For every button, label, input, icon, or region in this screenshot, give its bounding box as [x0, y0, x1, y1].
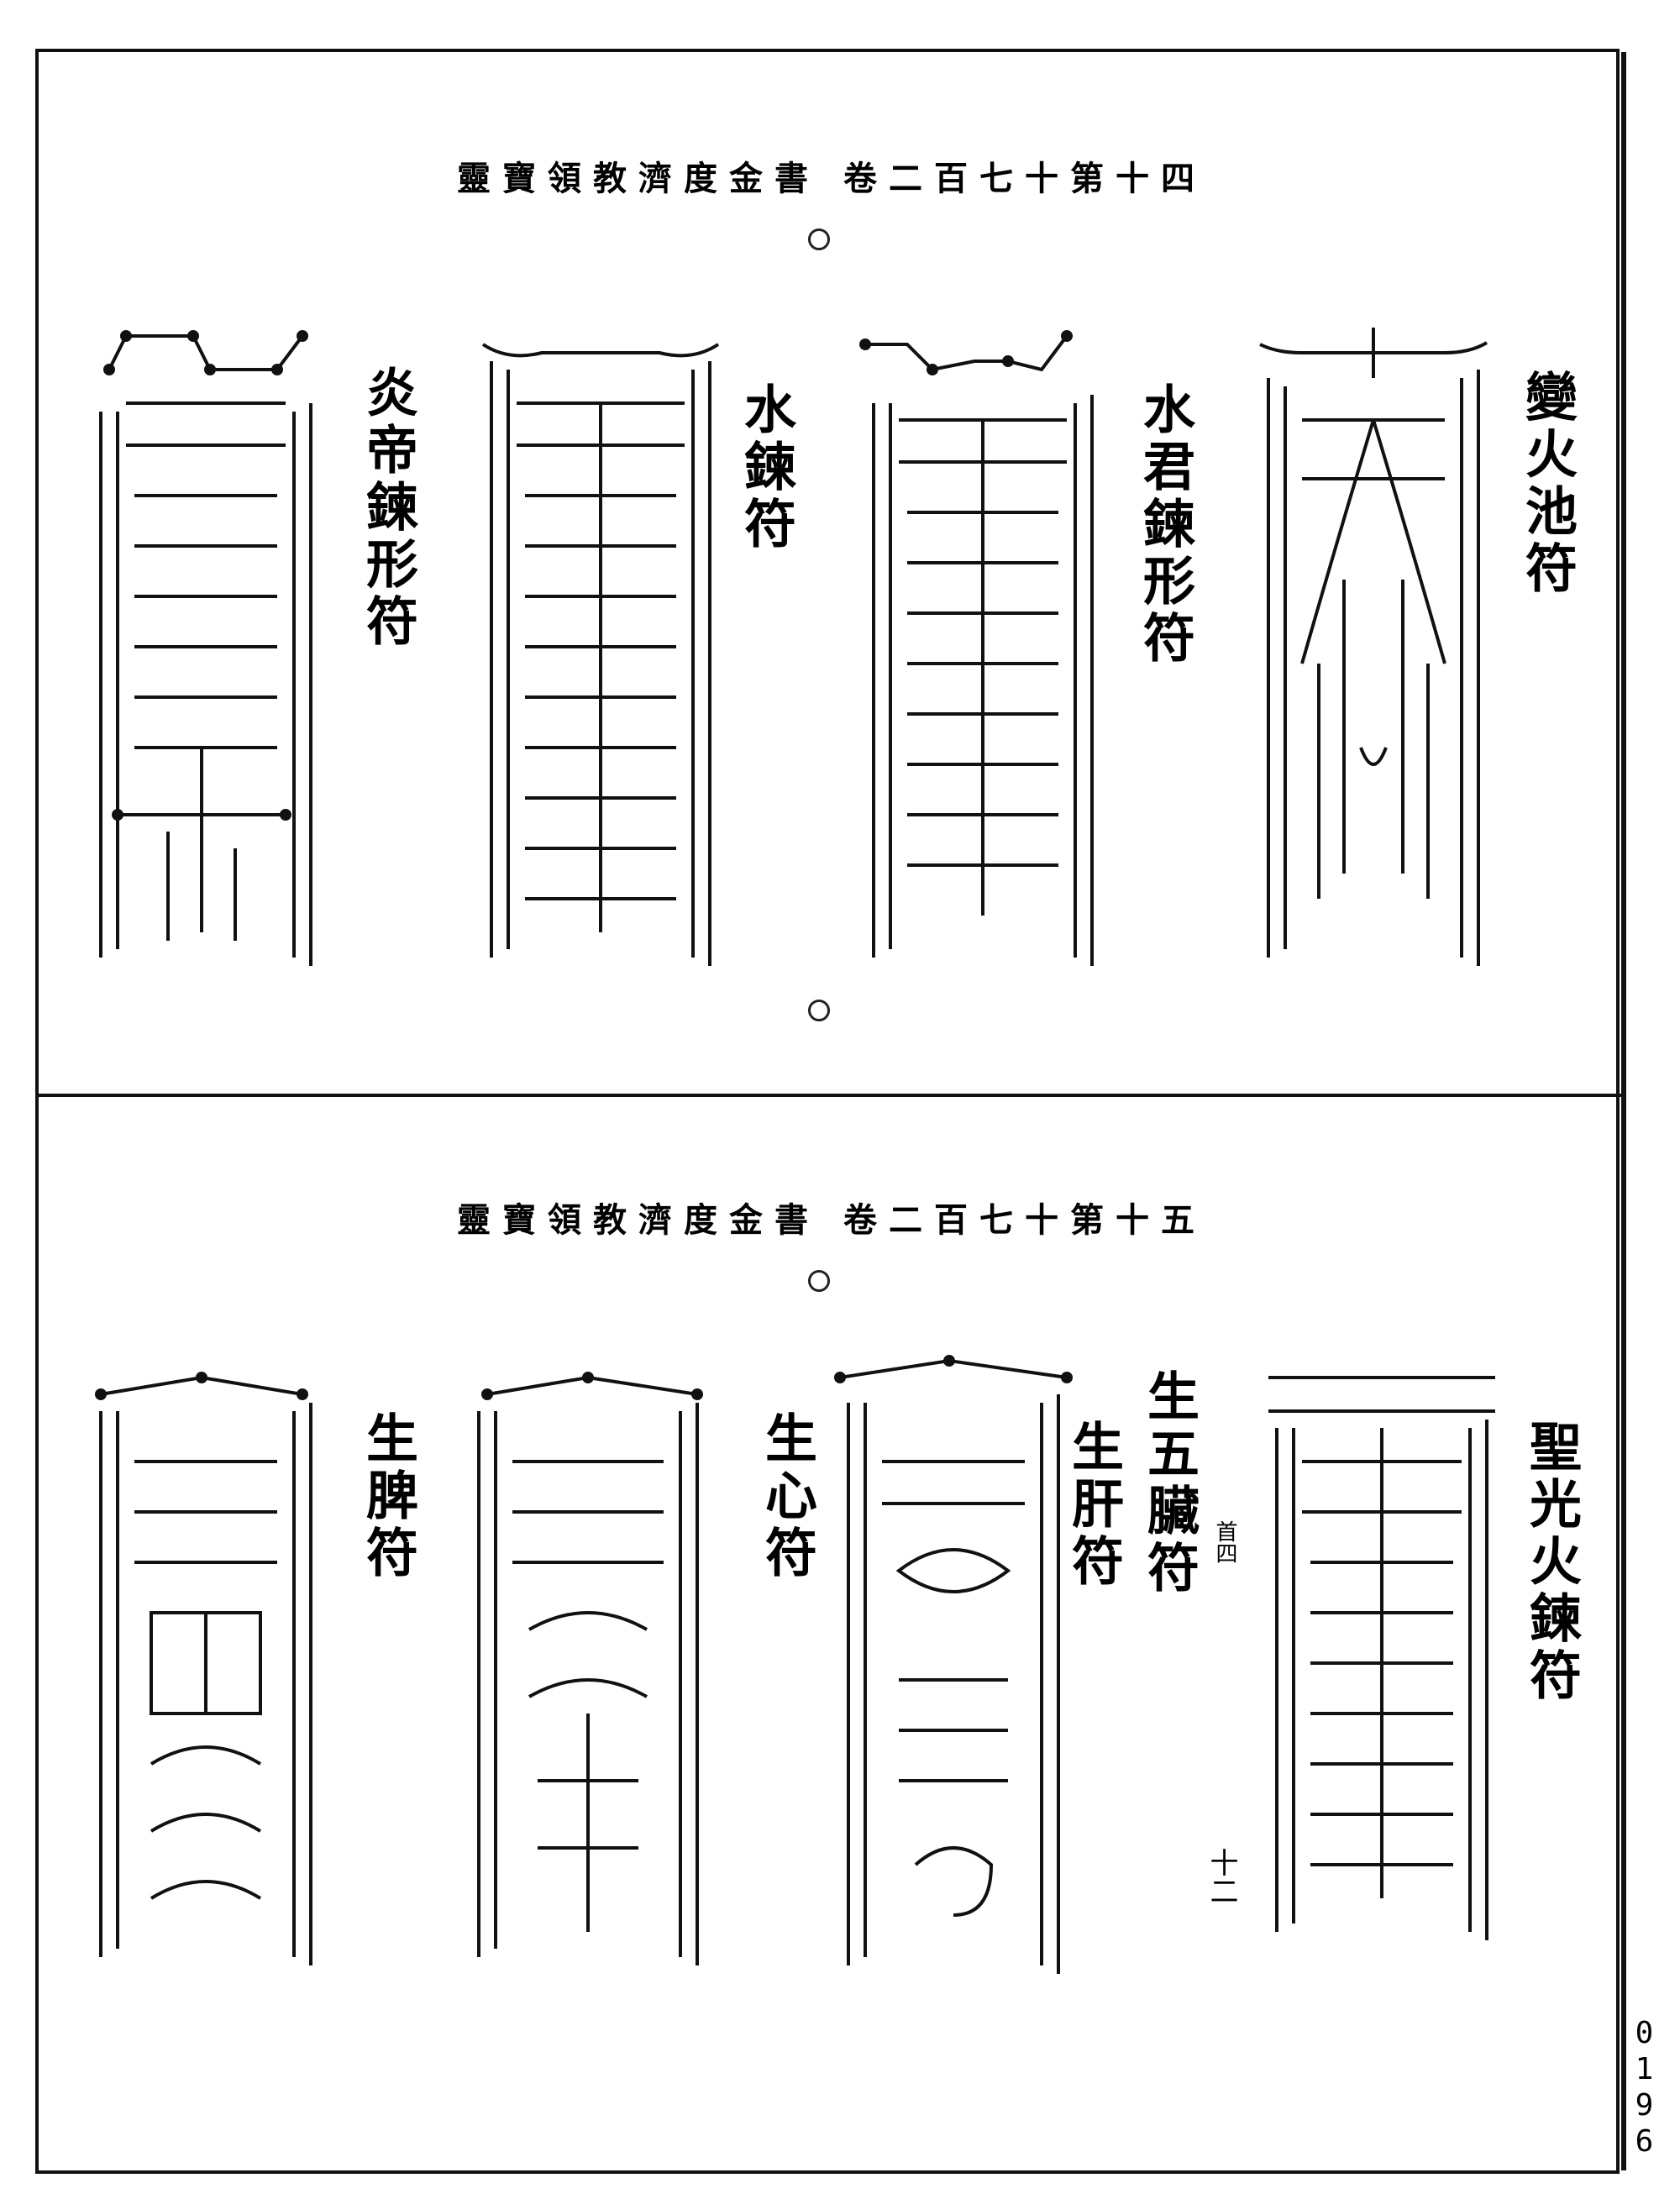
panel-divider — [35, 1094, 1623, 1097]
talisman-shenggan — [832, 1355, 1075, 1974]
label-shengpi: 生脾符 — [357, 1411, 418, 1582]
label-shengguang-huolian: 聖光火鍊符 — [1520, 1420, 1582, 1705]
label-shuilian: 水鍊符 — [735, 382, 796, 554]
bottom-header: 靈寶領教濟度金書 卷二百七十第十五 — [457, 1200, 1206, 1240]
page-frame — [35, 49, 1626, 2174]
top-circle-mark — [808, 228, 830, 250]
side-number: 十二 — [1205, 1848, 1238, 1905]
talisman-shuilian — [475, 328, 727, 966]
label-sheng-wuzang: 生五臟符 — [1138, 1369, 1200, 1598]
talisman-bianhuochi — [1252, 328, 1495, 966]
note-shousi: 首四 — [1212, 1520, 1237, 1564]
talisman-shengxin — [462, 1361, 714, 1965]
bottom-circle-mark — [808, 1270, 830, 1292]
label-yandi-lianxing: 炎帝鍊形符 — [357, 365, 418, 651]
top-circle-mark-lower — [808, 1000, 830, 1021]
label-shengxin: 生心符 — [756, 1411, 817, 1582]
label-bianhuochi: 變火池符 — [1516, 370, 1578, 598]
label-shenggan: 生肝符 — [1063, 1420, 1124, 1591]
talisman-shuijun-lianxing — [857, 328, 1109, 966]
label-shuijun-lianxing: 水君鍊形符 — [1134, 382, 1195, 668]
talisman-shengguang-huolian — [1260, 1361, 1504, 1940]
top-header: 靈寶領教濟度金書 卷二百七十第十四 — [457, 159, 1206, 198]
talisman-shengpi — [84, 1361, 328, 1965]
talisman-yandi-lianxing — [84, 328, 328, 966]
page-number: 0196 — [1627, 2016, 1662, 2160]
